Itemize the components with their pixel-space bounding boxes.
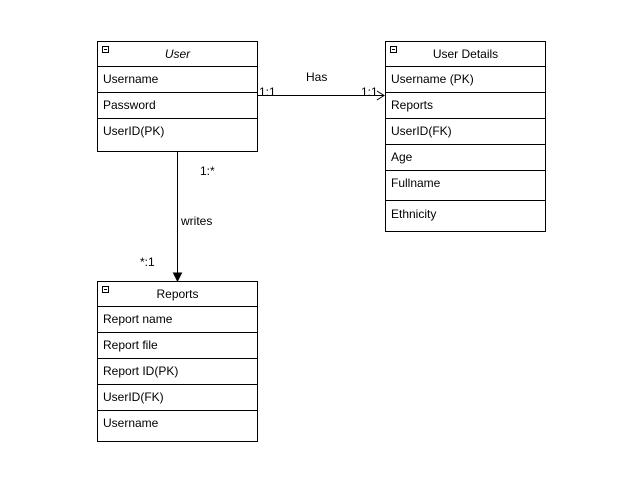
entity-reports[interactable]: Reports Report name Report file Report I… [97, 281, 258, 442]
has-arrowhead [376, 90, 385, 101]
collapse-icon[interactable] [390, 46, 397, 53]
entity-field[interactable]: Fullname [386, 171, 545, 201]
entity-header: User Details [386, 42, 545, 67]
writes-target-cardinality: *:1 [140, 255, 155, 269]
entity-field[interactable]: Username [98, 67, 257, 93]
entity-field[interactable]: Ethnicity [391, 207, 437, 221]
collapse-icon[interactable] [102, 286, 109, 293]
writes-source-cardinality: 1:* [200, 164, 215, 178]
has-source-cardinality: 1:1 [259, 85, 276, 99]
entity-title: Reports [156, 287, 199, 301]
has-target-cardinality: 1:1 [361, 85, 378, 99]
has-relation-label: Has [306, 70, 328, 84]
entity-field[interactable]: Report ID(PK) [98, 359, 257, 385]
entity-field[interactable]: Report name [98, 307, 257, 333]
entity-field[interactable]: Reports [386, 93, 545, 119]
collapse-icon[interactable] [102, 46, 109, 53]
entity-field[interactable]: UserID(FK) [98, 385, 257, 411]
entity-title: User [164, 47, 191, 61]
entity-field[interactable]: Username (PK) [386, 67, 545, 93]
entity-header: User [98, 42, 257, 67]
entity-field[interactable]: UserID(PK) [103, 124, 165, 138]
entity-field[interactable]: Password [98, 93, 257, 119]
entity-header: Reports [98, 282, 257, 307]
entity-user[interactable]: User Username Password UserID(PK) [97, 41, 258, 152]
writes-relation-label: writes [181, 214, 213, 228]
entity-user-details[interactable]: User Details Username (PK) Reports UserI… [385, 41, 546, 232]
entity-title: User Details [432, 47, 499, 61]
entity-field[interactable]: Username [103, 416, 159, 430]
entity-field[interactable]: Age [386, 145, 545, 171]
entity-field[interactable]: Report file [98, 333, 257, 359]
writes-arrowhead [172, 272, 183, 283]
entity-field[interactable]: UserID(FK) [386, 119, 545, 145]
